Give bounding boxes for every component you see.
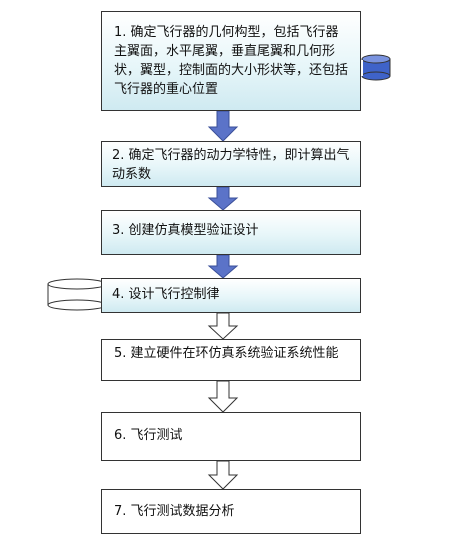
cylinder-shape-right <box>361 54 391 81</box>
step-3-label: 3. 创建仿真模型验证设计 <box>112 223 259 238</box>
step-2-label: 2. 确定飞行器的动力学特性，即计算出气动系数 <box>112 148 350 182</box>
step-4-label: 4. 设计飞行控制律 <box>112 287 220 302</box>
arrow-hollow-3 <box>207 460 239 490</box>
step-6-box: 6. 飞行测试 <box>101 412 361 461</box>
arrow-solid-3 <box>207 254 239 279</box>
arrow-hollow-1 <box>207 312 239 340</box>
step-5-label: 5. 建立硬件在环仿真系统验证系统性能 <box>114 346 339 361</box>
arrow-hollow-2 <box>207 380 239 413</box>
cylinder-shape-left <box>47 278 107 311</box>
arrow-solid-1 <box>207 110 239 142</box>
step-6-label: 6. 飞行测试 <box>114 428 183 443</box>
step-1-label: 1. 确定飞行器的几何构型，包括飞行器主翼面，水平尾翼，垂直尾翼和几何形状，翼型… <box>114 25 349 97</box>
step-7-label: 7. 飞行测试数据分析 <box>114 504 235 519</box>
step-1-box: 1. 确定飞行器的几何构型，包括飞行器主翼面，水平尾翼，垂直尾翼和几何形状，翼型… <box>101 11 361 111</box>
step-5-box: 5. 建立硬件在环仿真系统验证系统性能 <box>101 339 361 381</box>
arrow-solid-2 <box>207 186 239 211</box>
step-7-box: 7. 飞行测试数据分析 <box>101 489 361 534</box>
step-4-box: 4. 设计飞行控制律 <box>101 278 361 313</box>
step-3-box: 3. 创建仿真模型验证设计 <box>101 210 361 255</box>
step-2-box: 2. 确定飞行器的动力学特性，即计算出气动系数 <box>101 141 361 187</box>
